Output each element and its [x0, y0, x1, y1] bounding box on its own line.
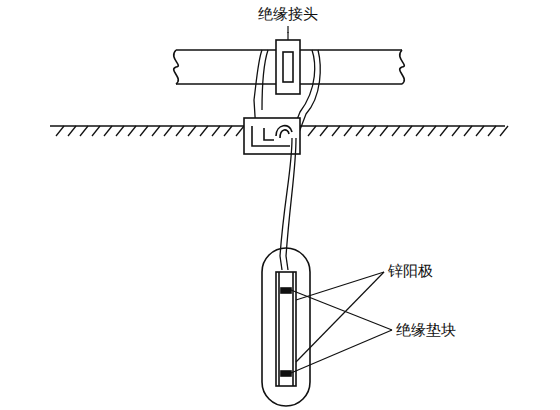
hatch-stroke	[356, 126, 364, 136]
part-label: 绝缘接头	[256, 5, 320, 23]
hatch-stroke	[464, 126, 472, 136]
hatch-stroke	[380, 126, 388, 136]
backfill-bag	[262, 248, 310, 406]
hatch-stroke	[140, 126, 148, 136]
hatch-stroke	[440, 126, 448, 136]
part-label: 锌阳极	[386, 262, 435, 280]
part-label: 绝缘垫块	[394, 321, 458, 339]
hatch-stroke	[56, 126, 64, 136]
hatch-stroke	[320, 126, 328, 136]
hatch-stroke	[128, 126, 136, 136]
cable	[280, 138, 296, 270]
hatch-stroke	[68, 126, 76, 136]
hatch-stroke	[176, 126, 184, 136]
hatch-stroke	[80, 126, 88, 136]
hatch-stroke	[500, 126, 508, 136]
hatch-stroke	[164, 126, 172, 136]
hatch-stroke	[92, 126, 100, 136]
hatch-stroke	[224, 126, 232, 136]
hatch-stroke	[428, 126, 436, 136]
hatch-stroke	[368, 126, 376, 136]
hatch-stroke	[476, 126, 484, 136]
hatch-stroke	[104, 126, 112, 136]
hatch-stroke	[152, 126, 160, 136]
hatch-stroke	[116, 126, 124, 136]
hatch-stroke	[212, 126, 220, 136]
hatch-stroke	[344, 126, 352, 136]
insulating-joint	[276, 32, 300, 94]
hatch-stroke	[200, 126, 208, 136]
hatch-stroke	[452, 126, 460, 136]
hatch-stroke	[404, 126, 412, 136]
zinc-anode	[276, 272, 296, 386]
hatch-stroke	[392, 126, 400, 136]
hatch-stroke	[236, 126, 244, 136]
hatch-stroke	[332, 126, 340, 136]
hatch-stroke	[416, 126, 424, 136]
hatch-stroke	[488, 126, 496, 136]
leader-lines	[288, 26, 392, 373]
hatch-stroke	[308, 126, 316, 136]
hatch-stroke	[188, 126, 196, 136]
